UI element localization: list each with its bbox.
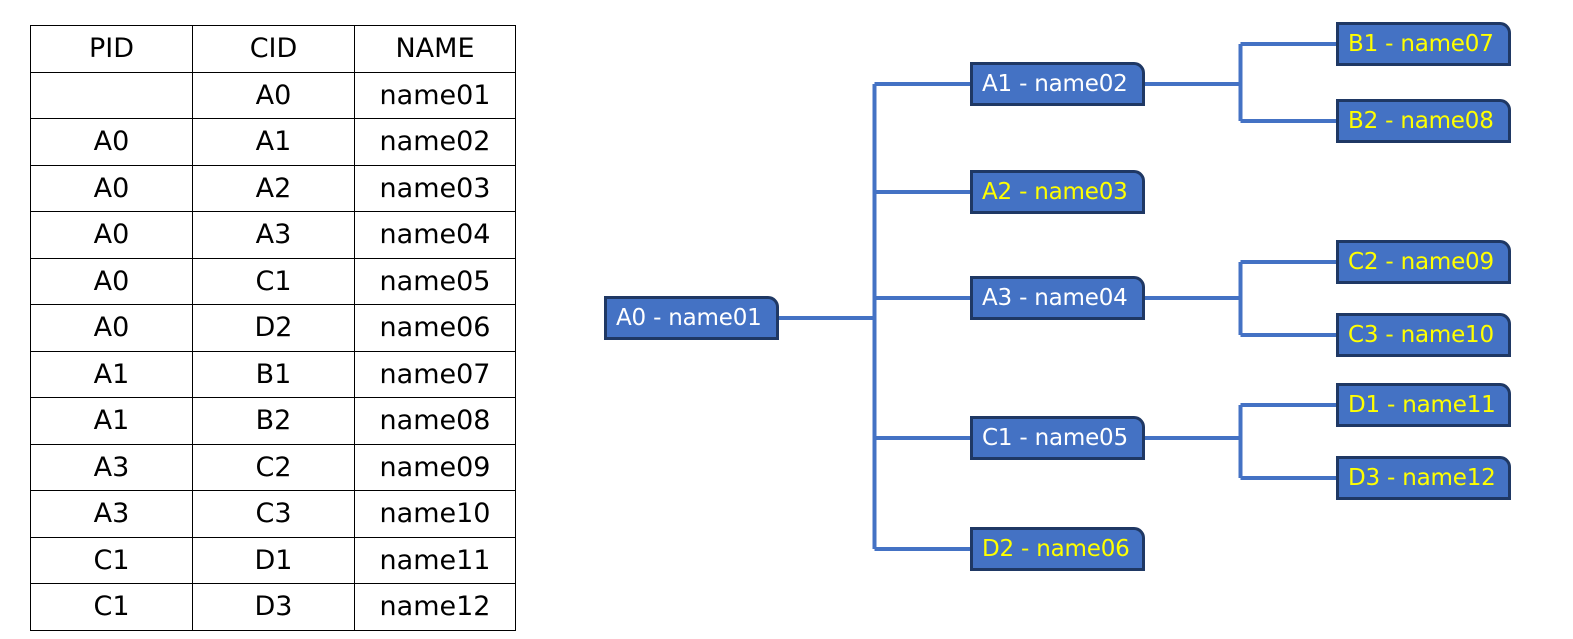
tree-node-a2[interactable]: A2 - name03 bbox=[970, 170, 1145, 214]
table-cell-pid: C1 bbox=[30, 583, 193, 631]
tree-node-c3[interactable]: C3 - name10 bbox=[1336, 313, 1511, 357]
table-cell-cid: A2 bbox=[192, 164, 355, 212]
table-cell-cid: A3 bbox=[192, 211, 355, 259]
table-cell-cid: C2 bbox=[192, 443, 355, 491]
table-cell-name: name07 bbox=[354, 350, 516, 398]
table-cell-cid: D2 bbox=[192, 304, 355, 352]
tree-node-d2[interactable]: D2 - name06 bbox=[970, 527, 1145, 571]
table-cell-cid: B2 bbox=[192, 397, 355, 445]
table-cell-cid: B1 bbox=[192, 350, 355, 398]
table-cell-pid: A0 bbox=[30, 211, 193, 259]
table-cell-cid: A0 bbox=[192, 71, 355, 119]
table-cell-pid: A0 bbox=[30, 304, 193, 352]
tree-node-c1[interactable]: C1 - name05 bbox=[970, 416, 1145, 460]
table-cell-name: name11 bbox=[354, 536, 516, 584]
table-cell-cid: D3 bbox=[192, 583, 355, 631]
table-cell-name: name09 bbox=[354, 443, 516, 491]
table-cell-name: name04 bbox=[354, 211, 516, 259]
table-cell-pid: A0 bbox=[30, 164, 193, 212]
table-cell-name: name01 bbox=[354, 71, 516, 119]
table-cell-pid: C1 bbox=[30, 536, 193, 584]
table-cell-name: name08 bbox=[354, 397, 516, 445]
table-cell-pid: A0 bbox=[30, 118, 193, 166]
table-cell-pid: A1 bbox=[30, 350, 193, 398]
table-header-row: PID CID NAME bbox=[30, 25, 516, 73]
table-header: PID CID NAME bbox=[30, 25, 516, 73]
tree-node-a1[interactable]: A1 - name02 bbox=[970, 62, 1145, 106]
table-cell-pid: A3 bbox=[30, 490, 193, 538]
table-cell-pid bbox=[30, 71, 193, 119]
table-cell-pid: A3 bbox=[30, 443, 193, 491]
column-header-name: NAME bbox=[354, 25, 516, 73]
tree-node-b2[interactable]: B2 - name08 bbox=[1336, 99, 1511, 143]
table-cell-name: name05 bbox=[354, 257, 516, 305]
tree-node-d3[interactable]: D3 - name12 bbox=[1336, 456, 1511, 500]
tree-node-c2[interactable]: C2 - name09 bbox=[1336, 240, 1511, 284]
table-cell-pid: A0 bbox=[30, 257, 193, 305]
tree-node-d1[interactable]: D1 - name11 bbox=[1336, 383, 1511, 427]
tree-node-a0[interactable]: A0 - name01 bbox=[604, 296, 779, 340]
table-cell-cid: C3 bbox=[192, 490, 355, 538]
table-cell-name: name12 bbox=[354, 583, 516, 631]
column-header-pid: PID bbox=[30, 25, 193, 73]
table-cell-cid: C1 bbox=[192, 257, 355, 305]
table-cell-name: name02 bbox=[354, 118, 516, 166]
table-cell-cid: A1 bbox=[192, 118, 355, 166]
table-cell-name: name06 bbox=[354, 304, 516, 352]
tree-node-b1[interactable]: B1 - name07 bbox=[1336, 22, 1511, 66]
tree-node-a3[interactable]: A3 - name04 bbox=[970, 276, 1145, 320]
table-cell-pid: A1 bbox=[30, 397, 193, 445]
table-cell-cid: D1 bbox=[192, 536, 355, 584]
column-header-cid: CID bbox=[192, 25, 355, 73]
table-cell-name: name10 bbox=[354, 490, 516, 538]
table-cell-name: name03 bbox=[354, 164, 516, 212]
